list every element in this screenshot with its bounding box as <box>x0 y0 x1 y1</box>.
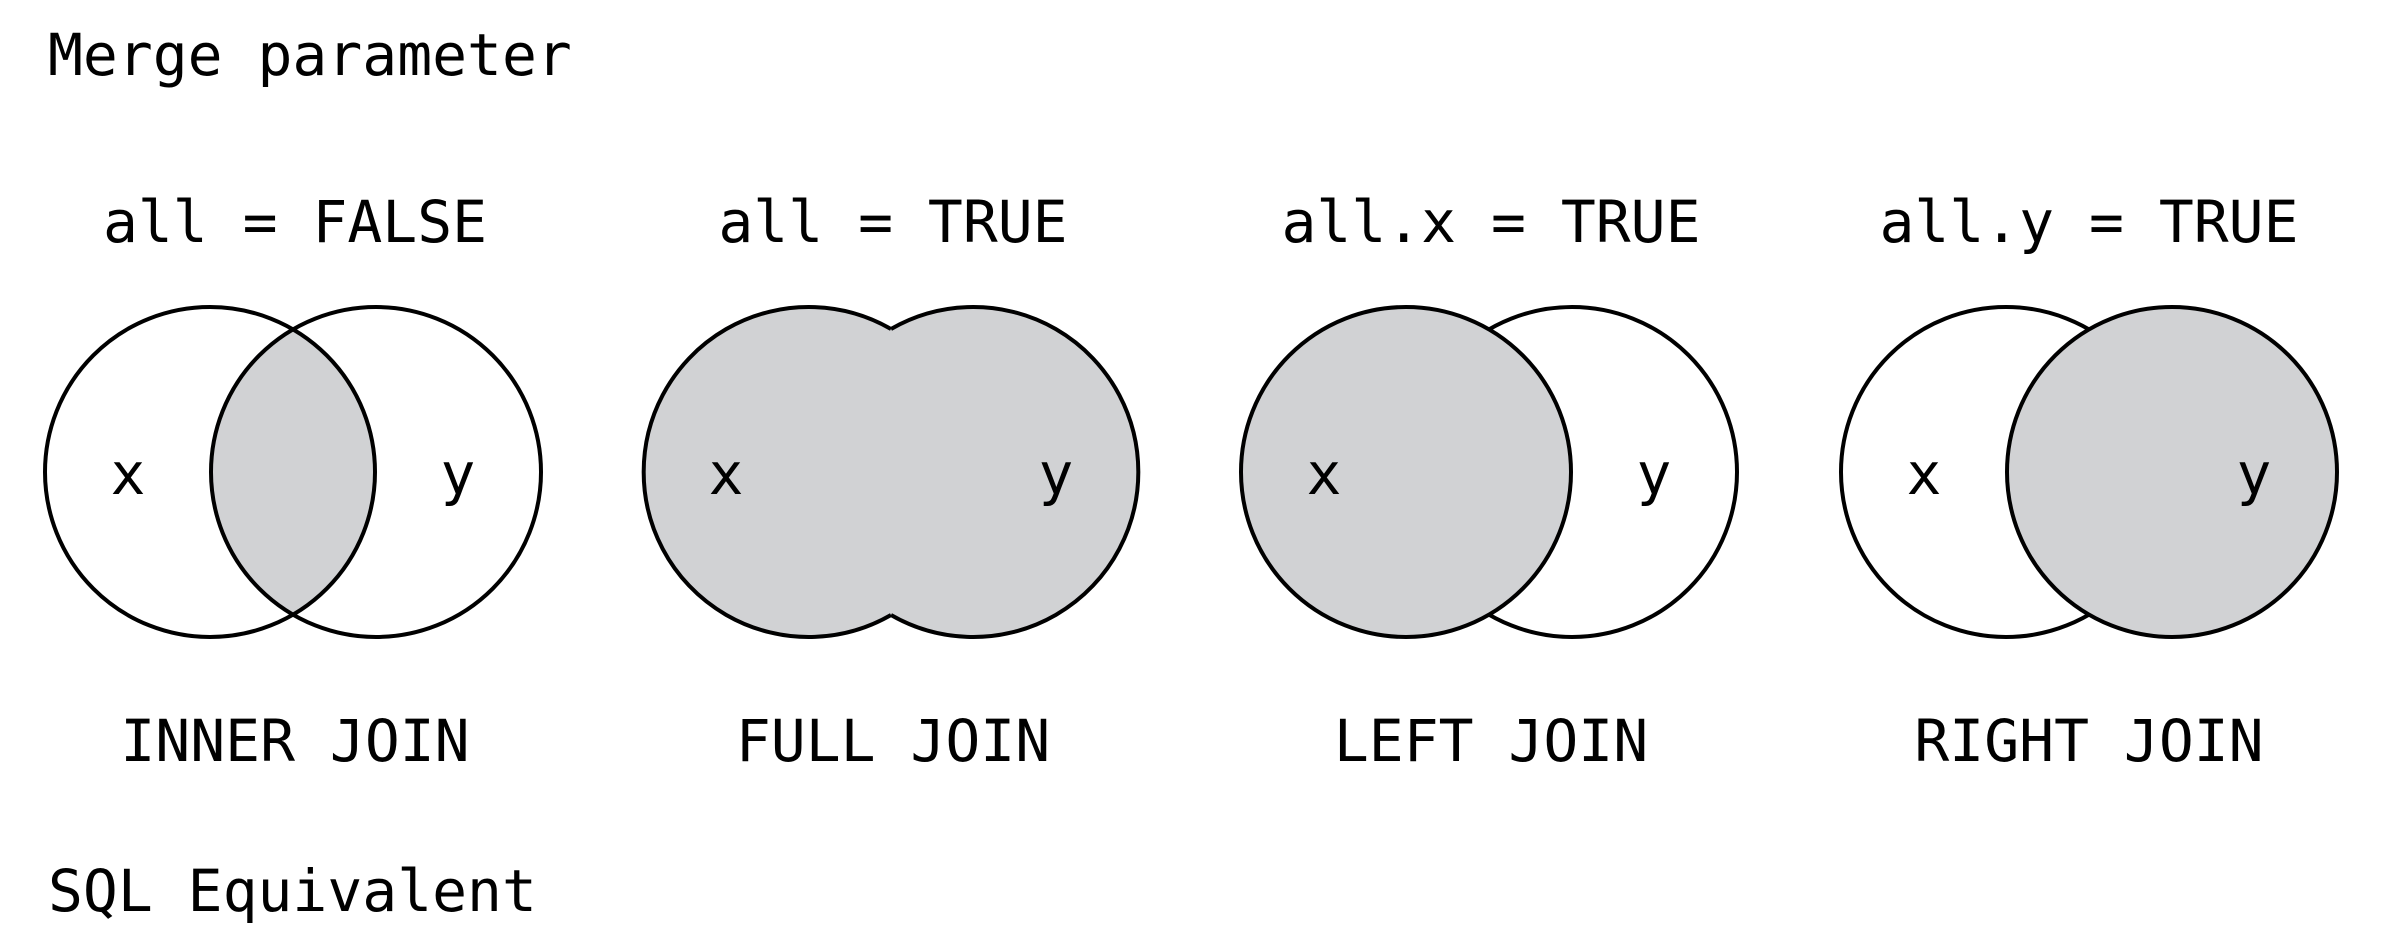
venn-circle-y <box>209 305 543 639</box>
venn-full-join: x y <box>641 305 1141 639</box>
venn-outline-x <box>641 305 892 639</box>
venn-circle-y <box>2005 305 2339 639</box>
venn-fill <box>2007 307 2337 637</box>
join-label-right: RIGHT JOIN <box>1914 707 2264 775</box>
venn-y-label: y <box>2237 440 2272 508</box>
venn-right-join: x y <box>1839 305 2339 639</box>
venn-outline-y <box>890 305 1141 639</box>
merge-parameter-heading: Merge parameter <box>48 21 572 89</box>
join-label-full: FULL JOIN <box>735 707 1051 775</box>
venn-circle-x <box>1239 305 1573 639</box>
param-label-right: all.y = TRUE <box>1879 188 2299 256</box>
venn-y-label: y <box>1039 440 1074 508</box>
venn-x-label: x <box>1307 440 1342 508</box>
venn-fill <box>1241 307 1571 637</box>
param-label-full: all = TRUE <box>718 188 1068 256</box>
param-label-inner: all = FALSE <box>102 188 488 256</box>
join-label-inner: INNER JOIN <box>120 707 470 775</box>
venn-x-label: x <box>709 440 744 508</box>
venn-fill <box>809 307 1139 637</box>
venn-y-label: y <box>441 440 476 508</box>
venn-x-label: x <box>1907 440 1942 508</box>
venn-circle-x <box>43 305 377 639</box>
venn-inner-join: x y <box>43 305 543 639</box>
sql-equivalent-heading: SQL Equivalent <box>48 857 537 925</box>
venn-x-label: x <box>111 440 146 508</box>
join-label-left: LEFT JOIN <box>1333 707 1649 775</box>
param-label-left: all.x = TRUE <box>1281 188 1701 256</box>
venn-fill <box>211 307 375 637</box>
venn-y-label: y <box>1637 440 1672 508</box>
venn-left-join: x y <box>1239 305 1739 639</box>
